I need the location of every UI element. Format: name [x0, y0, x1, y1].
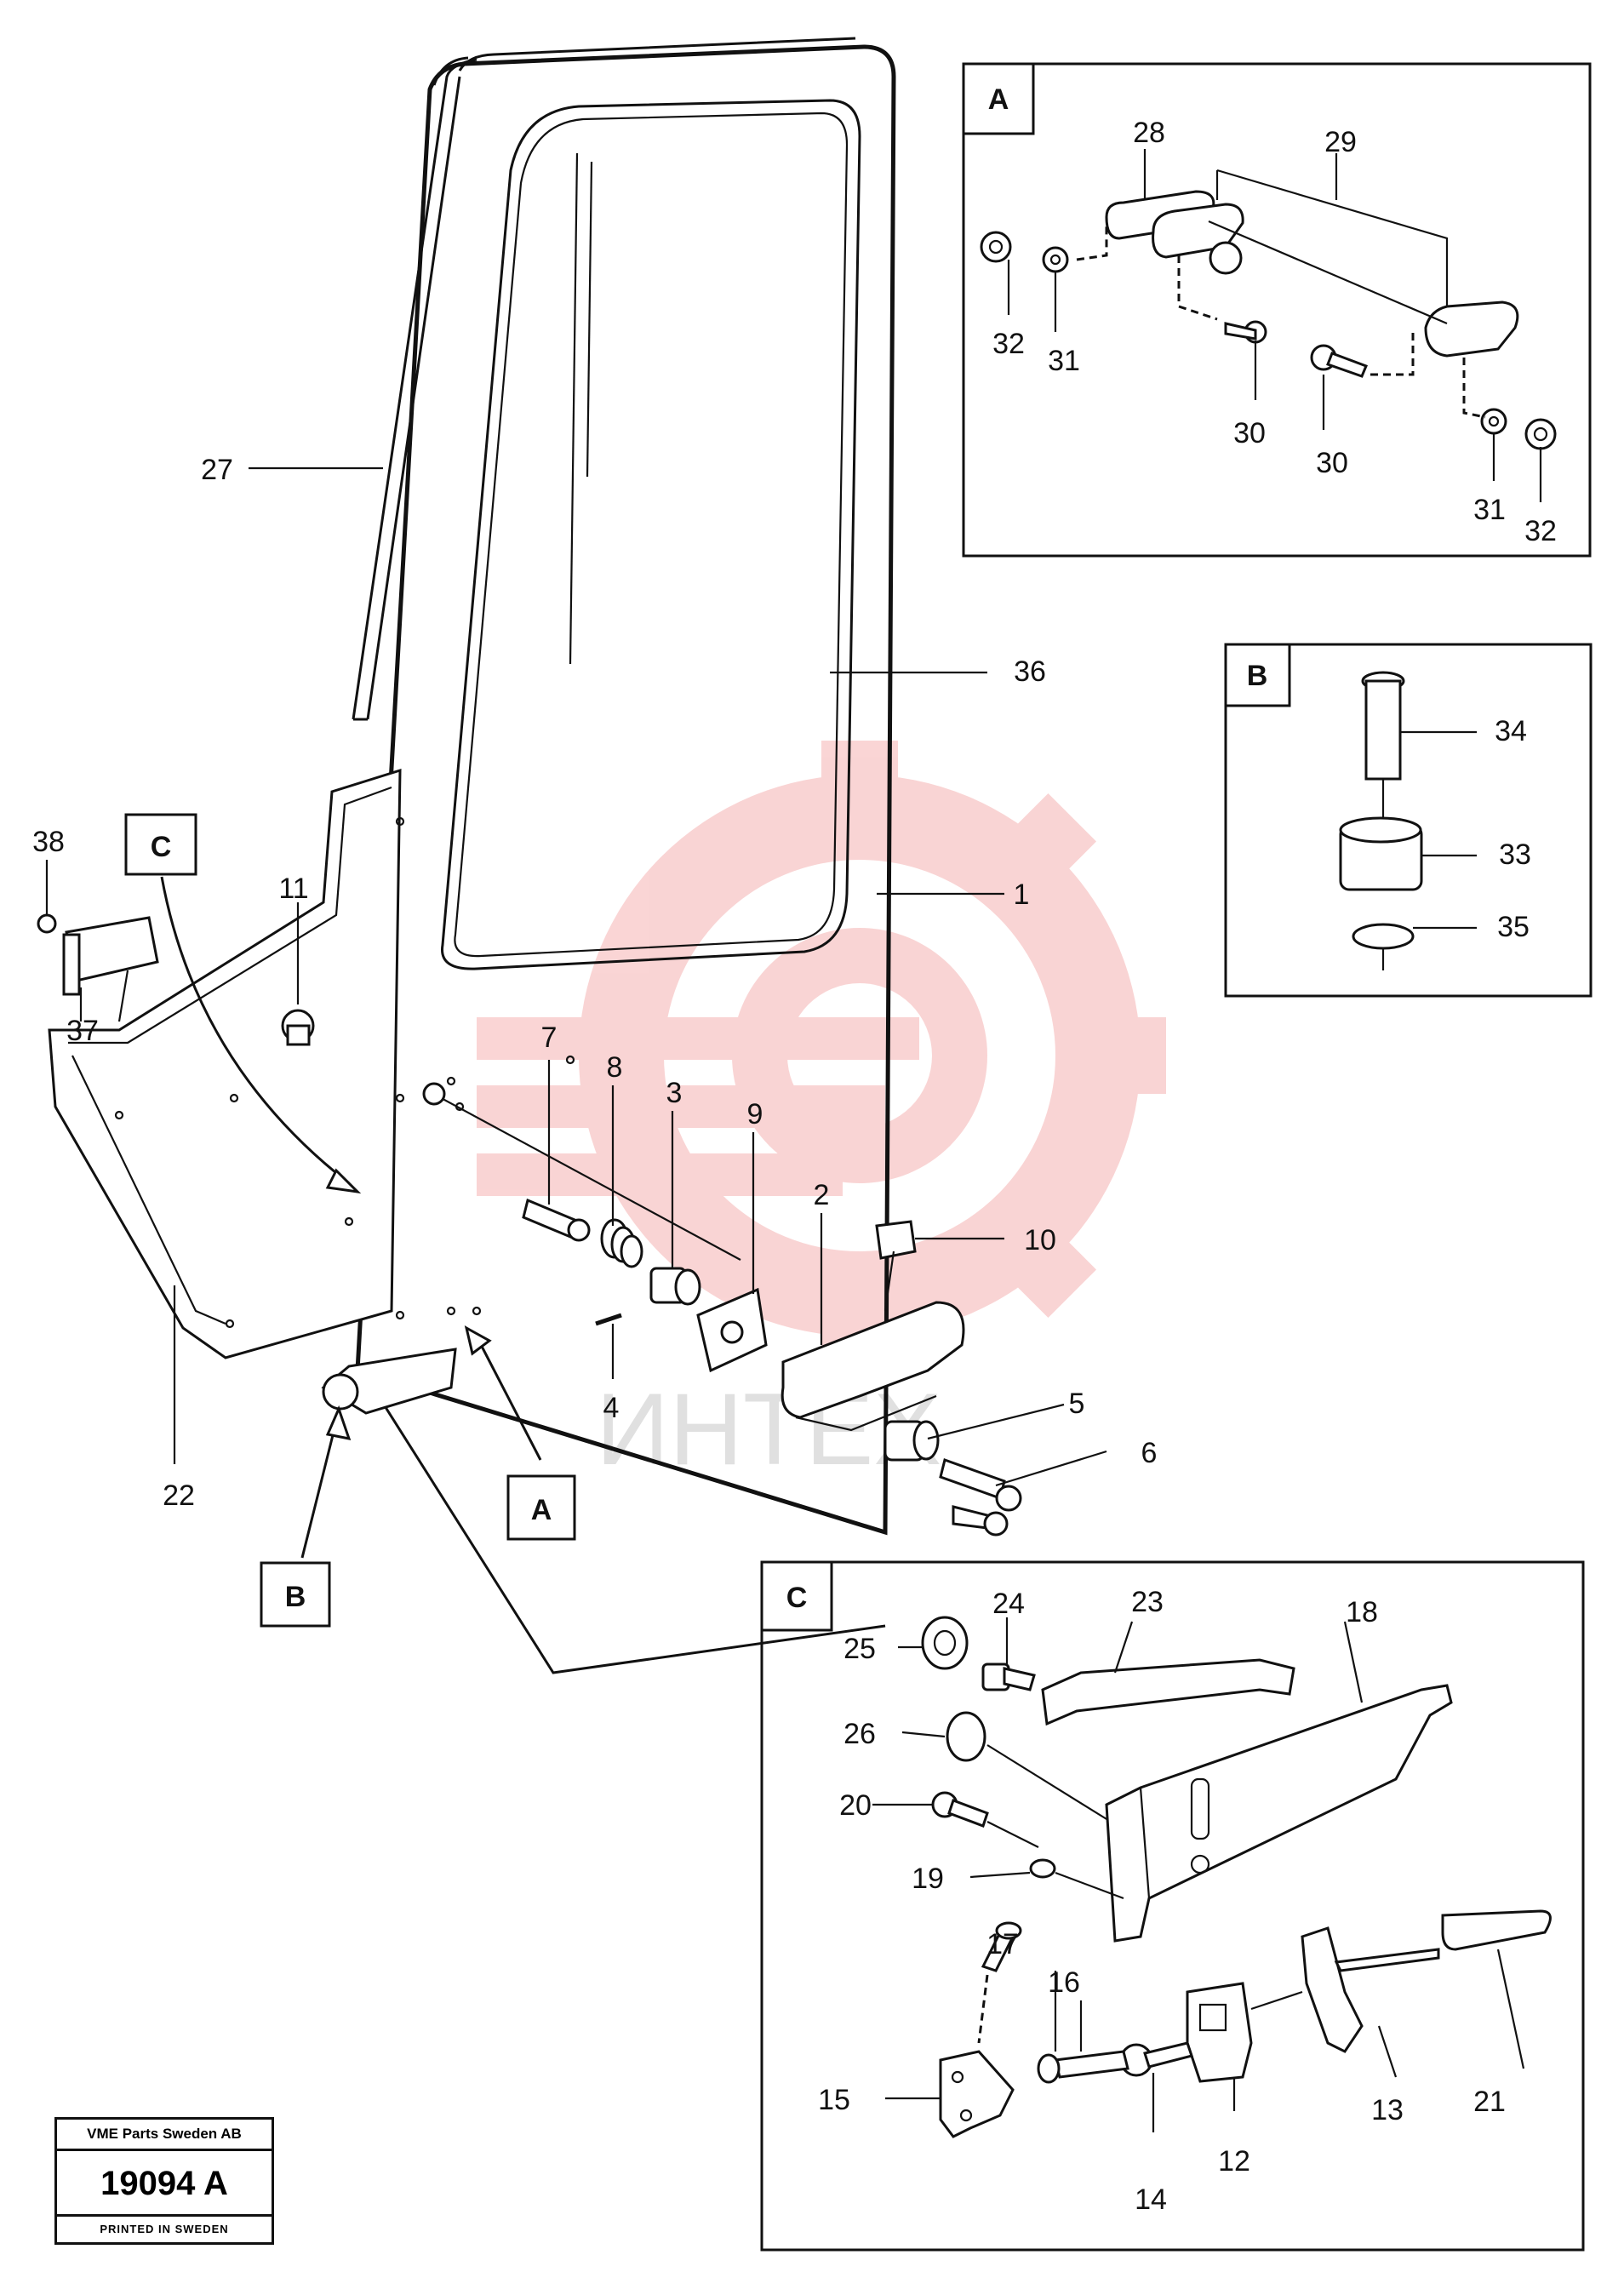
box-a-label: A — [988, 83, 1009, 116]
part-23-rod — [1041, 1658, 1295, 1726]
title-plate: VME Parts Sweden AB 19094 A PRINTED IN S… — [54, 2117, 274, 2245]
label-32a: 32 — [992, 328, 1025, 360]
part-17-screw — [981, 1921, 1022, 1972]
part-15-plate — [939, 2050, 1015, 2138]
label-30b: 30 — [1316, 447, 1348, 479]
detail-box-c: C — [760, 1560, 1585, 2252]
part-33-bushing — [1339, 816, 1423, 891]
plate-printed: PRINTED IN SWEDEN — [57, 2214, 272, 2242]
label-21: 21 — [1473, 2086, 1506, 2118]
callout-b: B — [260, 1561, 331, 1628]
label-6: 6 — [1141, 1437, 1158, 1469]
label-19: 19 — [912, 1863, 944, 1895]
part-21-handle — [1441, 1909, 1552, 1951]
leader-lines — [45, 149, 1542, 2132]
label-34: 34 — [1495, 715, 1527, 747]
box-c-label: C — [786, 1582, 808, 1614]
label-28: 28 — [1133, 117, 1165, 149]
part-19-washer — [1029, 1858, 1056, 1879]
part-3-cylinder — [649, 1267, 701, 1306]
box-b-label: B — [1247, 660, 1268, 692]
part-32-nut-top — [980, 231, 1012, 263]
label-3: 3 — [666, 1077, 683, 1109]
door-lock-assembly — [422, 1082, 1022, 1537]
part-32-nut-bot — [1524, 418, 1557, 450]
label-33: 33 — [1499, 838, 1531, 871]
label-36: 36 — [1014, 655, 1046, 688]
label-16: 16 — [1048, 1966, 1080, 1999]
label-24: 24 — [992, 1588, 1025, 1620]
svg-text:C: C — [151, 831, 172, 863]
label-32b: 32 — [1524, 515, 1557, 547]
label-13: 13 — [1371, 2094, 1404, 2126]
part-13-lever — [1301, 1926, 1440, 2053]
label-4: 4 — [603, 1392, 620, 1424]
part-8-spring — [600, 1218, 643, 1268]
part-35-clip — [1352, 923, 1415, 950]
detail-box-b: B — [1224, 643, 1593, 998]
part-30-screw-a1 — [1224, 320, 1267, 344]
part-24-nut — [981, 1663, 1036, 1691]
part-25-grommet — [921, 1616, 969, 1670]
label-7: 7 — [541, 1022, 558, 1054]
part-6-keys — [939, 1458, 1022, 1537]
label-20: 20 — [839, 1789, 872, 1822]
label-23: 23 — [1131, 1586, 1164, 1618]
label-35: 35 — [1497, 911, 1530, 943]
part-12-latch — [1186, 1982, 1253, 2083]
label-1: 1 — [1014, 878, 1030, 911]
svg-text:A: A — [531, 1494, 552, 1526]
door-shelf-bracket — [48, 768, 405, 1359]
svg-text:B: B — [285, 1581, 306, 1613]
label-18: 18 — [1346, 1596, 1378, 1628]
watermark-gear-logo — [477, 741, 1166, 1371]
plate-number: 19094 A — [100, 2165, 228, 2202]
label-31b: 31 — [1473, 494, 1506, 526]
part-31-washer-top — [1042, 246, 1069, 273]
part-5-lock-barrel — [883, 1420, 940, 1462]
label-2: 2 — [814, 1179, 830, 1211]
label-31a: 31 — [1048, 345, 1080, 377]
part-31-washer-bot — [1480, 408, 1507, 435]
label-30a: 30 — [1233, 417, 1266, 449]
part-18-bracket — [1105, 1684, 1453, 1943]
detail-box-a: A — [962, 62, 1592, 558]
part-11-nut — [281, 1009, 315, 1046]
label-22: 22 — [163, 1479, 195, 1512]
label-12: 12 — [1218, 2145, 1250, 2178]
label-26: 26 — [843, 1718, 876, 1750]
label-27: 27 — [201, 454, 233, 486]
label-17: 17 — [986, 1928, 1019, 1960]
part-37-38-clip — [37, 913, 159, 996]
label-9: 9 — [747, 1098, 763, 1130]
plate-company: VME Parts Sweden AB — [57, 2120, 272, 2151]
cab-door — [321, 37, 896, 1674]
label-8: 8 — [607, 1051, 623, 1084]
part-labels: 1 2 3 4 5 6 7 8 9 10 11 12 13 14 15 16 1… — [32, 117, 1557, 2216]
label-29: 29 — [1324, 126, 1357, 158]
label-38: 38 — [32, 826, 65, 858]
label-25: 25 — [843, 1633, 876, 1665]
label-10: 10 — [1024, 1224, 1056, 1256]
part-14-bolt — [1119, 2041, 1193, 2077]
part-16-bolt — [1037, 2050, 1129, 2084]
label-15: 15 — [818, 2084, 850, 2116]
part-26-grommet — [946, 1711, 986, 1762]
label-14: 14 — [1135, 2183, 1167, 2216]
part-34-pin — [1361, 671, 1405, 781]
label-5: 5 — [1069, 1388, 1085, 1420]
window-seal-strip — [352, 58, 477, 721]
part-20-bolt — [931, 1791, 989, 1828]
callout-c: C — [124, 813, 197, 876]
callout-a: A — [506, 1474, 576, 1541]
label-37: 37 — [66, 1015, 99, 1047]
part-30-screw-a2 — [1310, 344, 1368, 378]
label-11: 11 — [278, 873, 308, 905]
